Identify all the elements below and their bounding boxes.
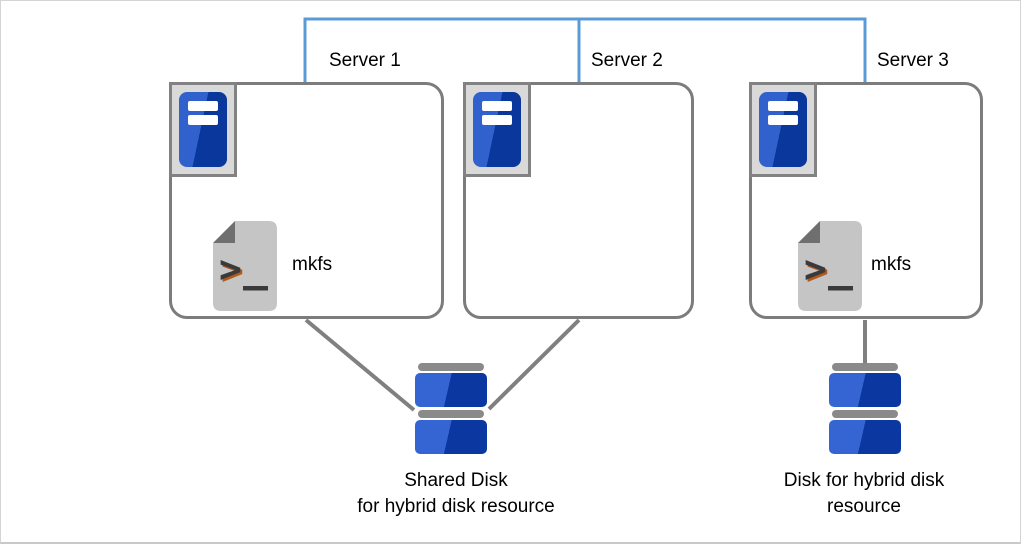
server-tower-icon: [473, 92, 521, 167]
interconnect-line: [303, 17, 867, 82]
caption-line: resource: [827, 496, 901, 517]
shared-disk-icon: [415, 363, 487, 457]
server2-shared-disk-line: [487, 318, 581, 411]
cursor-underscore-icon: [243, 286, 268, 291]
cursor-underscore-icon: [828, 286, 853, 291]
folded-corner-icon: [798, 221, 820, 243]
folded-corner-icon: [213, 221, 235, 243]
server-icon: [749, 82, 817, 177]
caption-line: for hybrid disk resource: [357, 496, 555, 517]
server2-label: Server 2: [591, 50, 663, 71]
server1-label: Server 1: [329, 50, 401, 71]
prompt-shadow-icon: >: [806, 249, 829, 293]
caption-line: Shared Disk: [404, 470, 508, 491]
shared-disk-caption: Shared Disk for hybrid disk resource: [326, 468, 586, 520]
hybrid-disk-caption: Disk for hybrid disk resource: [734, 468, 994, 520]
server1-shared-disk-line: [304, 318, 416, 412]
server1-box: > > mkfs: [169, 82, 444, 319]
server-icon: [169, 82, 237, 177]
mkfs-label: mkfs: [871, 254, 912, 275]
script-file-icon: > >: [213, 221, 277, 311]
server3-box: > > mkfs: [749, 82, 983, 319]
mkfs-label: mkfs: [292, 254, 333, 275]
prompt-icon: >: [804, 247, 827, 291]
prompt-shadow-icon: >: [221, 249, 244, 293]
prompt-icon: >: [219, 247, 242, 291]
caption-line: Disk for hybrid disk: [783, 470, 945, 491]
hybrid-disk-icon: [829, 363, 901, 457]
server-tower-icon: [759, 92, 807, 167]
server-tower-icon: [179, 92, 227, 167]
script-file-icon: > >: [798, 221, 862, 311]
server3-label: Server 3: [877, 50, 949, 71]
server2-box: [463, 82, 694, 319]
server-icon: [463, 82, 531, 177]
